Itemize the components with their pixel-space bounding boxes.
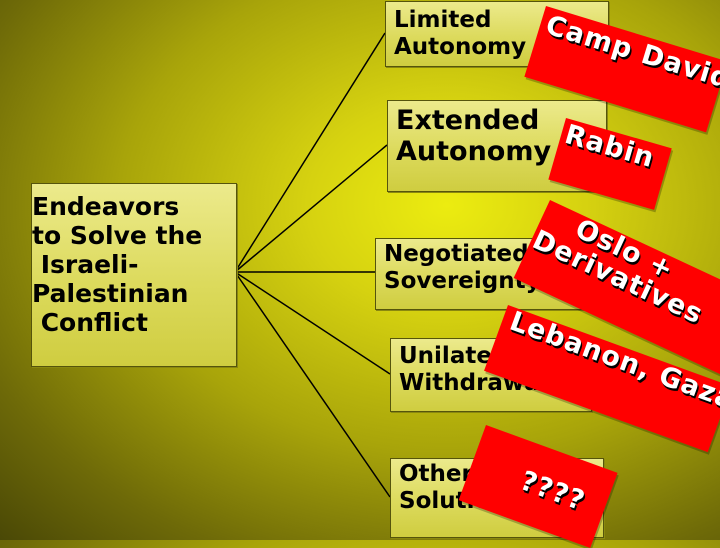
option-label-line: Autonomy (396, 136, 552, 168)
option-label-line: Autonomy (394, 33, 527, 60)
root-line: Endeavors (32, 192, 180, 221)
root-line: Conflict (32, 308, 148, 337)
option-label-line: Extended (396, 105, 540, 136)
root-line: to Solve the (32, 221, 203, 250)
root-line: Israeli- (32, 250, 139, 279)
option-label-line: Sovereignty (384, 267, 541, 294)
option-label-line: Other (399, 461, 473, 487)
root-node-text: Endeavors to Solve the Israeli- Palestin… (32, 192, 202, 337)
connector-other-solutions (234, 271, 391, 498)
option-limited-autonomy: Limited Autonomy (385, 1, 609, 67)
option-label-line: Limited (394, 7, 492, 33)
connector-limited-autonomy (234, 32, 386, 273)
tag-text: ???? (516, 465, 590, 518)
option-label-line: Negotiated (384, 241, 529, 267)
root-node: Endeavors to Solve the Israeli- Palestin… (31, 183, 237, 367)
connector-unilateral-withdrawal (234, 271, 391, 375)
connector-extended-autonomy (234, 144, 388, 273)
root-line: Palestinian (32, 279, 189, 308)
